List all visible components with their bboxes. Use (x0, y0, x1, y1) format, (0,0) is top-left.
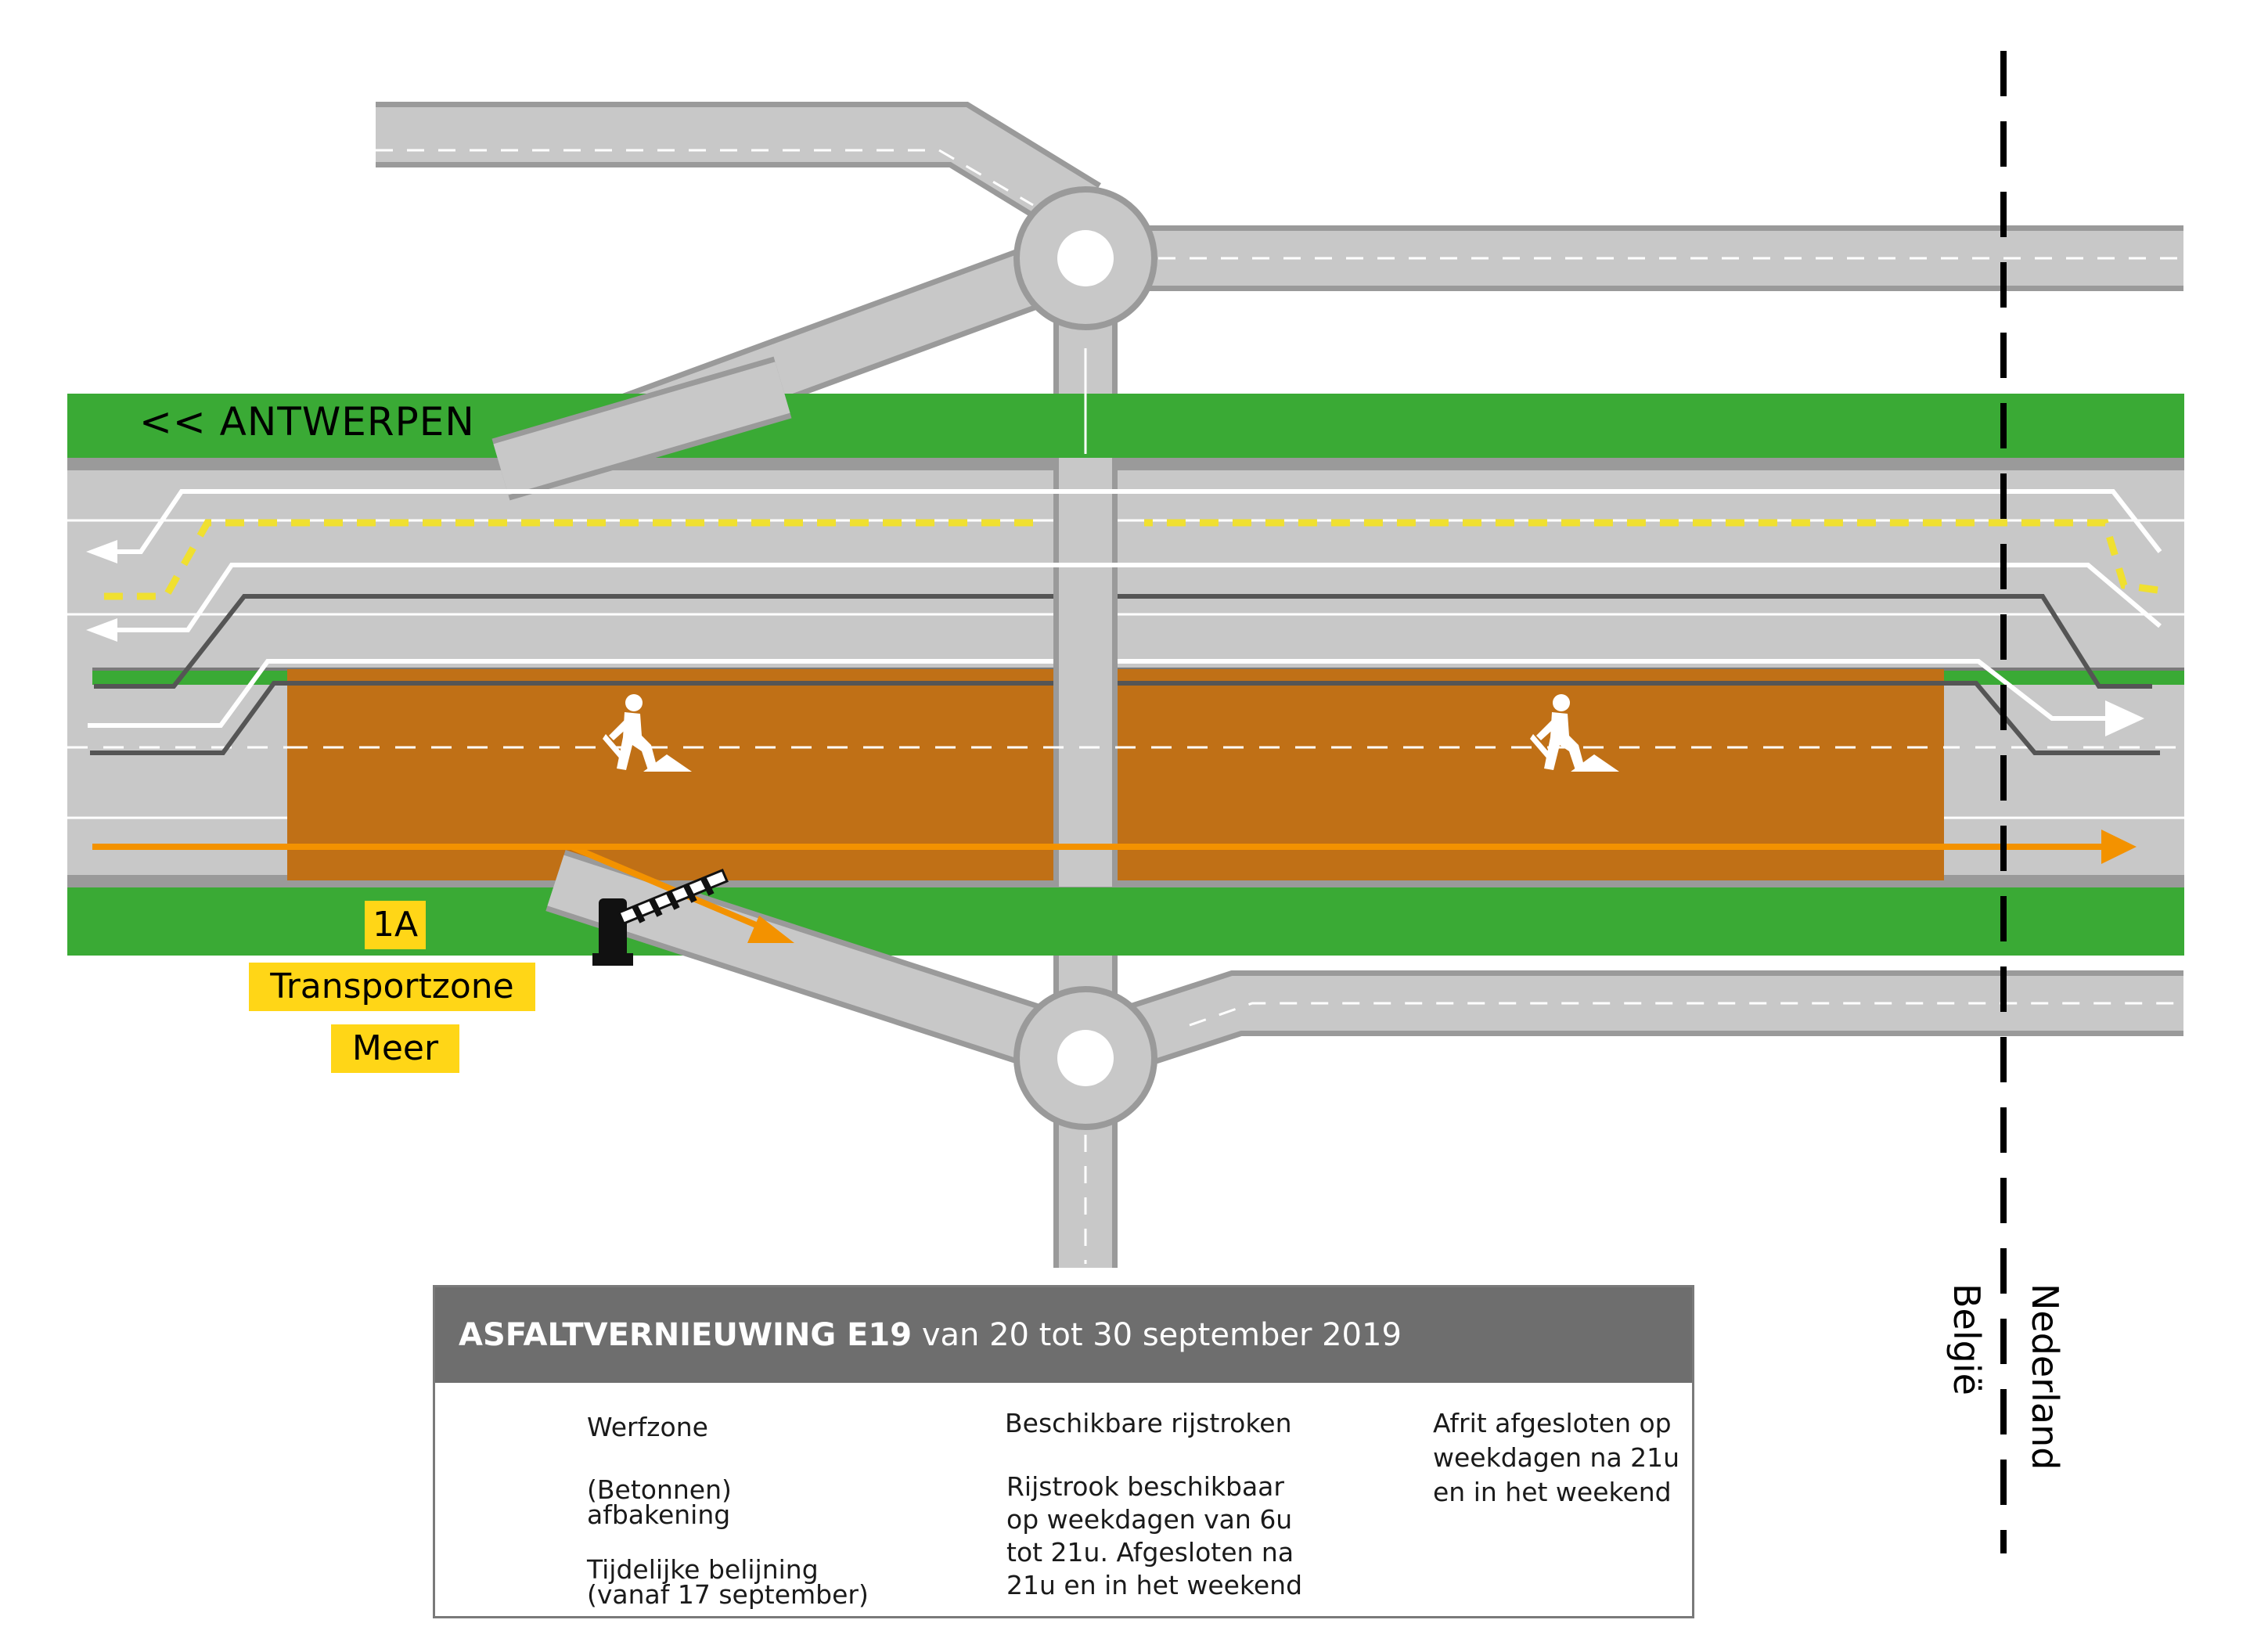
concrete-barrier-1 (94, 594, 2152, 689)
grass-top (67, 394, 2184, 458)
exit-number-tag: 1A (365, 901, 426, 949)
legend-title-bold: ASFALTVERNIEUWING E19 (459, 1317, 913, 1353)
legend-title-rest: van 20 tot 30 september 2019 (921, 1317, 1402, 1353)
legend-beschikbaar-label-2: op weekdagen van 6u (1006, 1504, 1293, 1535)
legend-afrit-label-1: Afrit afgesloten op (1433, 1408, 1672, 1438)
legend-afbakening-label-2: afbakening (587, 1499, 731, 1530)
legend-belijning-label-1: Tijdelijke belijning (587, 1554, 819, 1585)
country-label-nederland: Nederland (2024, 1283, 2066, 1470)
exit-name-tag-1: Transportzone (249, 963, 535, 1011)
arrow-right-icon (2105, 700, 2144, 736)
legend-rijstroken-label: Beschikbare rijstroken (1005, 1408, 1292, 1438)
legend-afrit-label-2: weekdagen na 21u (1433, 1442, 1680, 1473)
legend-belijning-label-2: (vanaf 17 september) (587, 1579, 869, 1610)
lane-path-1 (102, 489, 2162, 554)
legend-werfzone-label: Werfzone (587, 1412, 708, 1442)
lane-path-3 (88, 659, 2113, 728)
direction-label: << ANTWERPEN (139, 399, 475, 445)
arrow-left-icon (86, 618, 117, 642)
route-arrow-exit (570, 844, 772, 934)
temp-marking (92, 519, 2158, 600)
exit-name-tag-2: Meer (331, 1024, 459, 1073)
legend-panel: ASFALTVERNIEUWING E19 van 20 tot 30 sept… (433, 1285, 1694, 1618)
legend-title: ASFALTVERNIEUWING E19 van 20 tot 30 sept… (435, 1287, 1692, 1383)
legend-beschikbaar-label-1: Rijstrook beschikbaar (1006, 1471, 1284, 1502)
legend-beschikbaar-label-3: tot 21u. Afgesloten na (1006, 1537, 1294, 1568)
legend-beschikbaar-label-4: 21u en in het weekend (1006, 1570, 1303, 1600)
country-label-belgie: België (1946, 1283, 1988, 1395)
arrow-left-icon (86, 540, 117, 563)
legend-afbakening-label-1: (Betonnen) (587, 1474, 732, 1505)
legend-afrit-label-3: en in het weekend (1433, 1477, 1672, 1507)
lane-path-2 (102, 563, 2162, 632)
